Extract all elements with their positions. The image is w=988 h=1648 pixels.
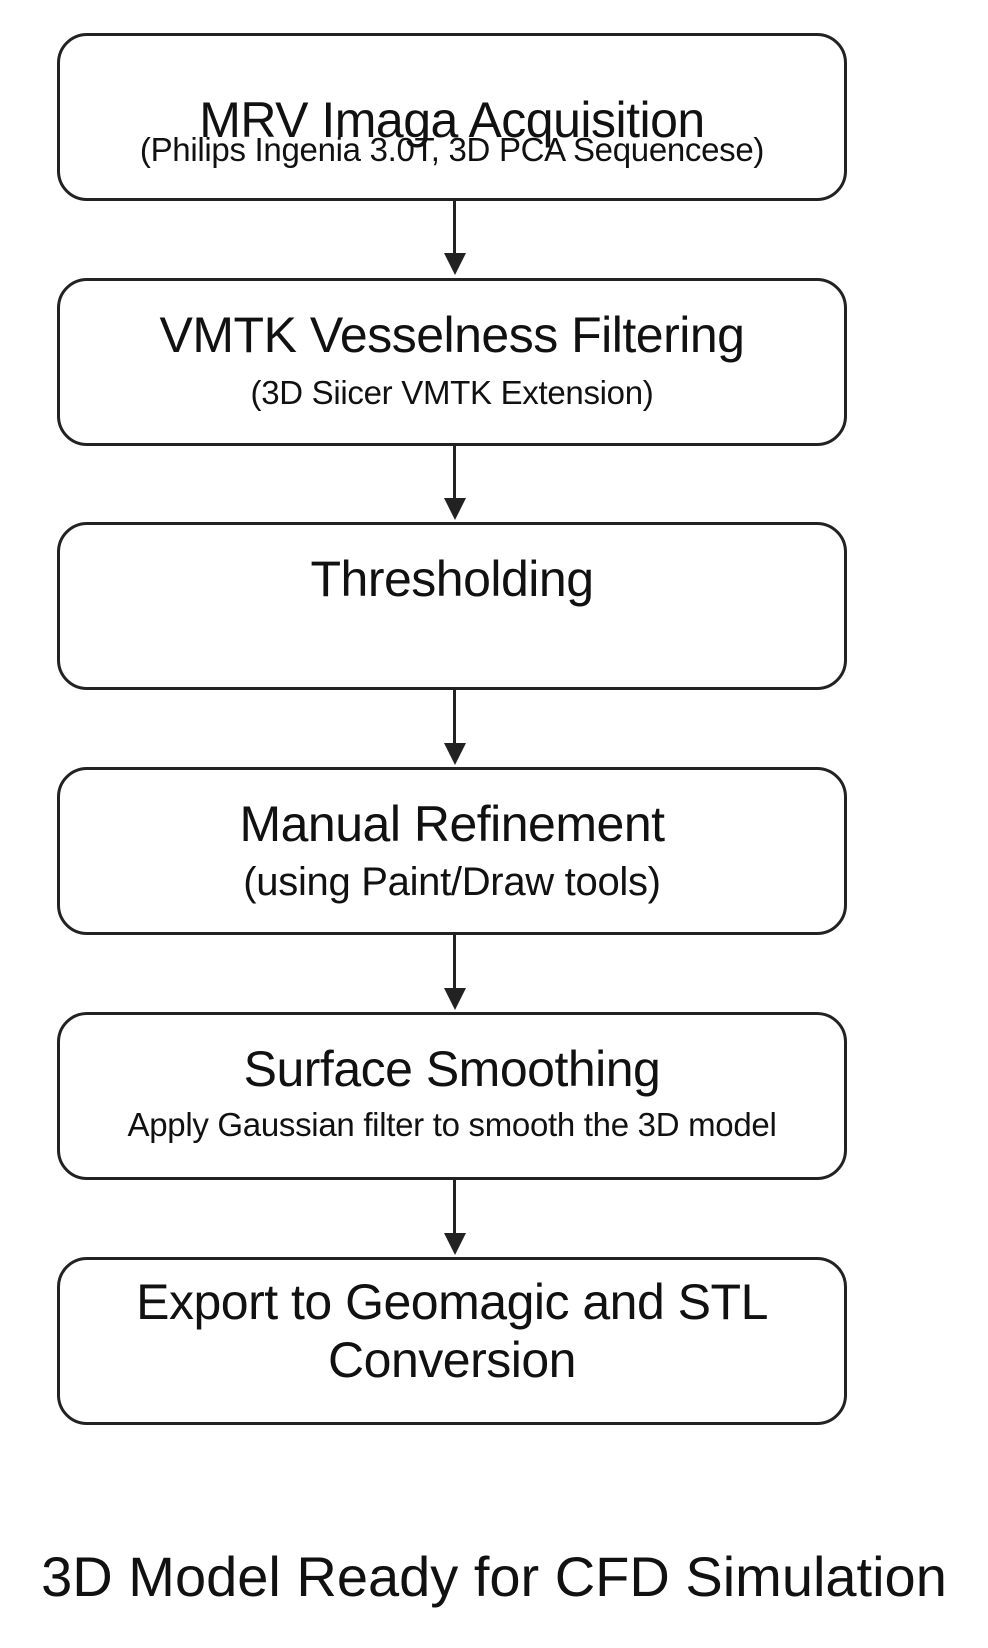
step-export-geomagic-stl: Export to Geomagic and STL Conversion [57,1257,847,1425]
step-mrv-image-acquisition: MRV Imaga Acquisition (Philips Ingenia 3… [57,33,847,201]
step-title: Export to Geomagic and STL [136,1274,768,1330]
step-title: Surface Smoothing [243,1041,661,1097]
step-subtitle: (3D Siicer VMTK Extension) [250,374,654,411]
step-title: MRV Imaga Acquisition [199,92,705,148]
step-vmtk-vesselness-filtering: VMTK Vesselness Filtering (3D Siicer VMT… [57,278,847,446]
down-arrow-icon [444,200,466,275]
step-subtitle: (Philips Ingenia 3.0T, 3D PCA Sequencese… [139,131,765,168]
step-subtitle: (using Paint/Draw tools) [243,860,661,904]
down-arrow-icon [444,935,466,1010]
step-title: Manual Refinement [239,796,665,852]
step-title: VMTK Vesselness Filtering [159,307,745,363]
step-title: Thresholding [310,551,594,607]
down-arrow-icon [444,1180,466,1255]
down-arrow-icon [444,445,466,520]
step-surface-smoothing: Surface Smoothing Apply Gaussian filter … [57,1012,847,1180]
down-arrow-icon [444,690,466,765]
step-subtitle: Apply Gaussian filter to smooth the 3D m… [127,1106,777,1143]
step-thresholding: Thresholding [57,522,847,690]
step-title-continuation: Conversion [328,1332,576,1388]
step-manual-refinement: Manual Refinement (using Paint/Draw tool… [57,767,847,935]
final-output-label: 3D Model Ready for CFD Simulation [41,1545,947,1608]
